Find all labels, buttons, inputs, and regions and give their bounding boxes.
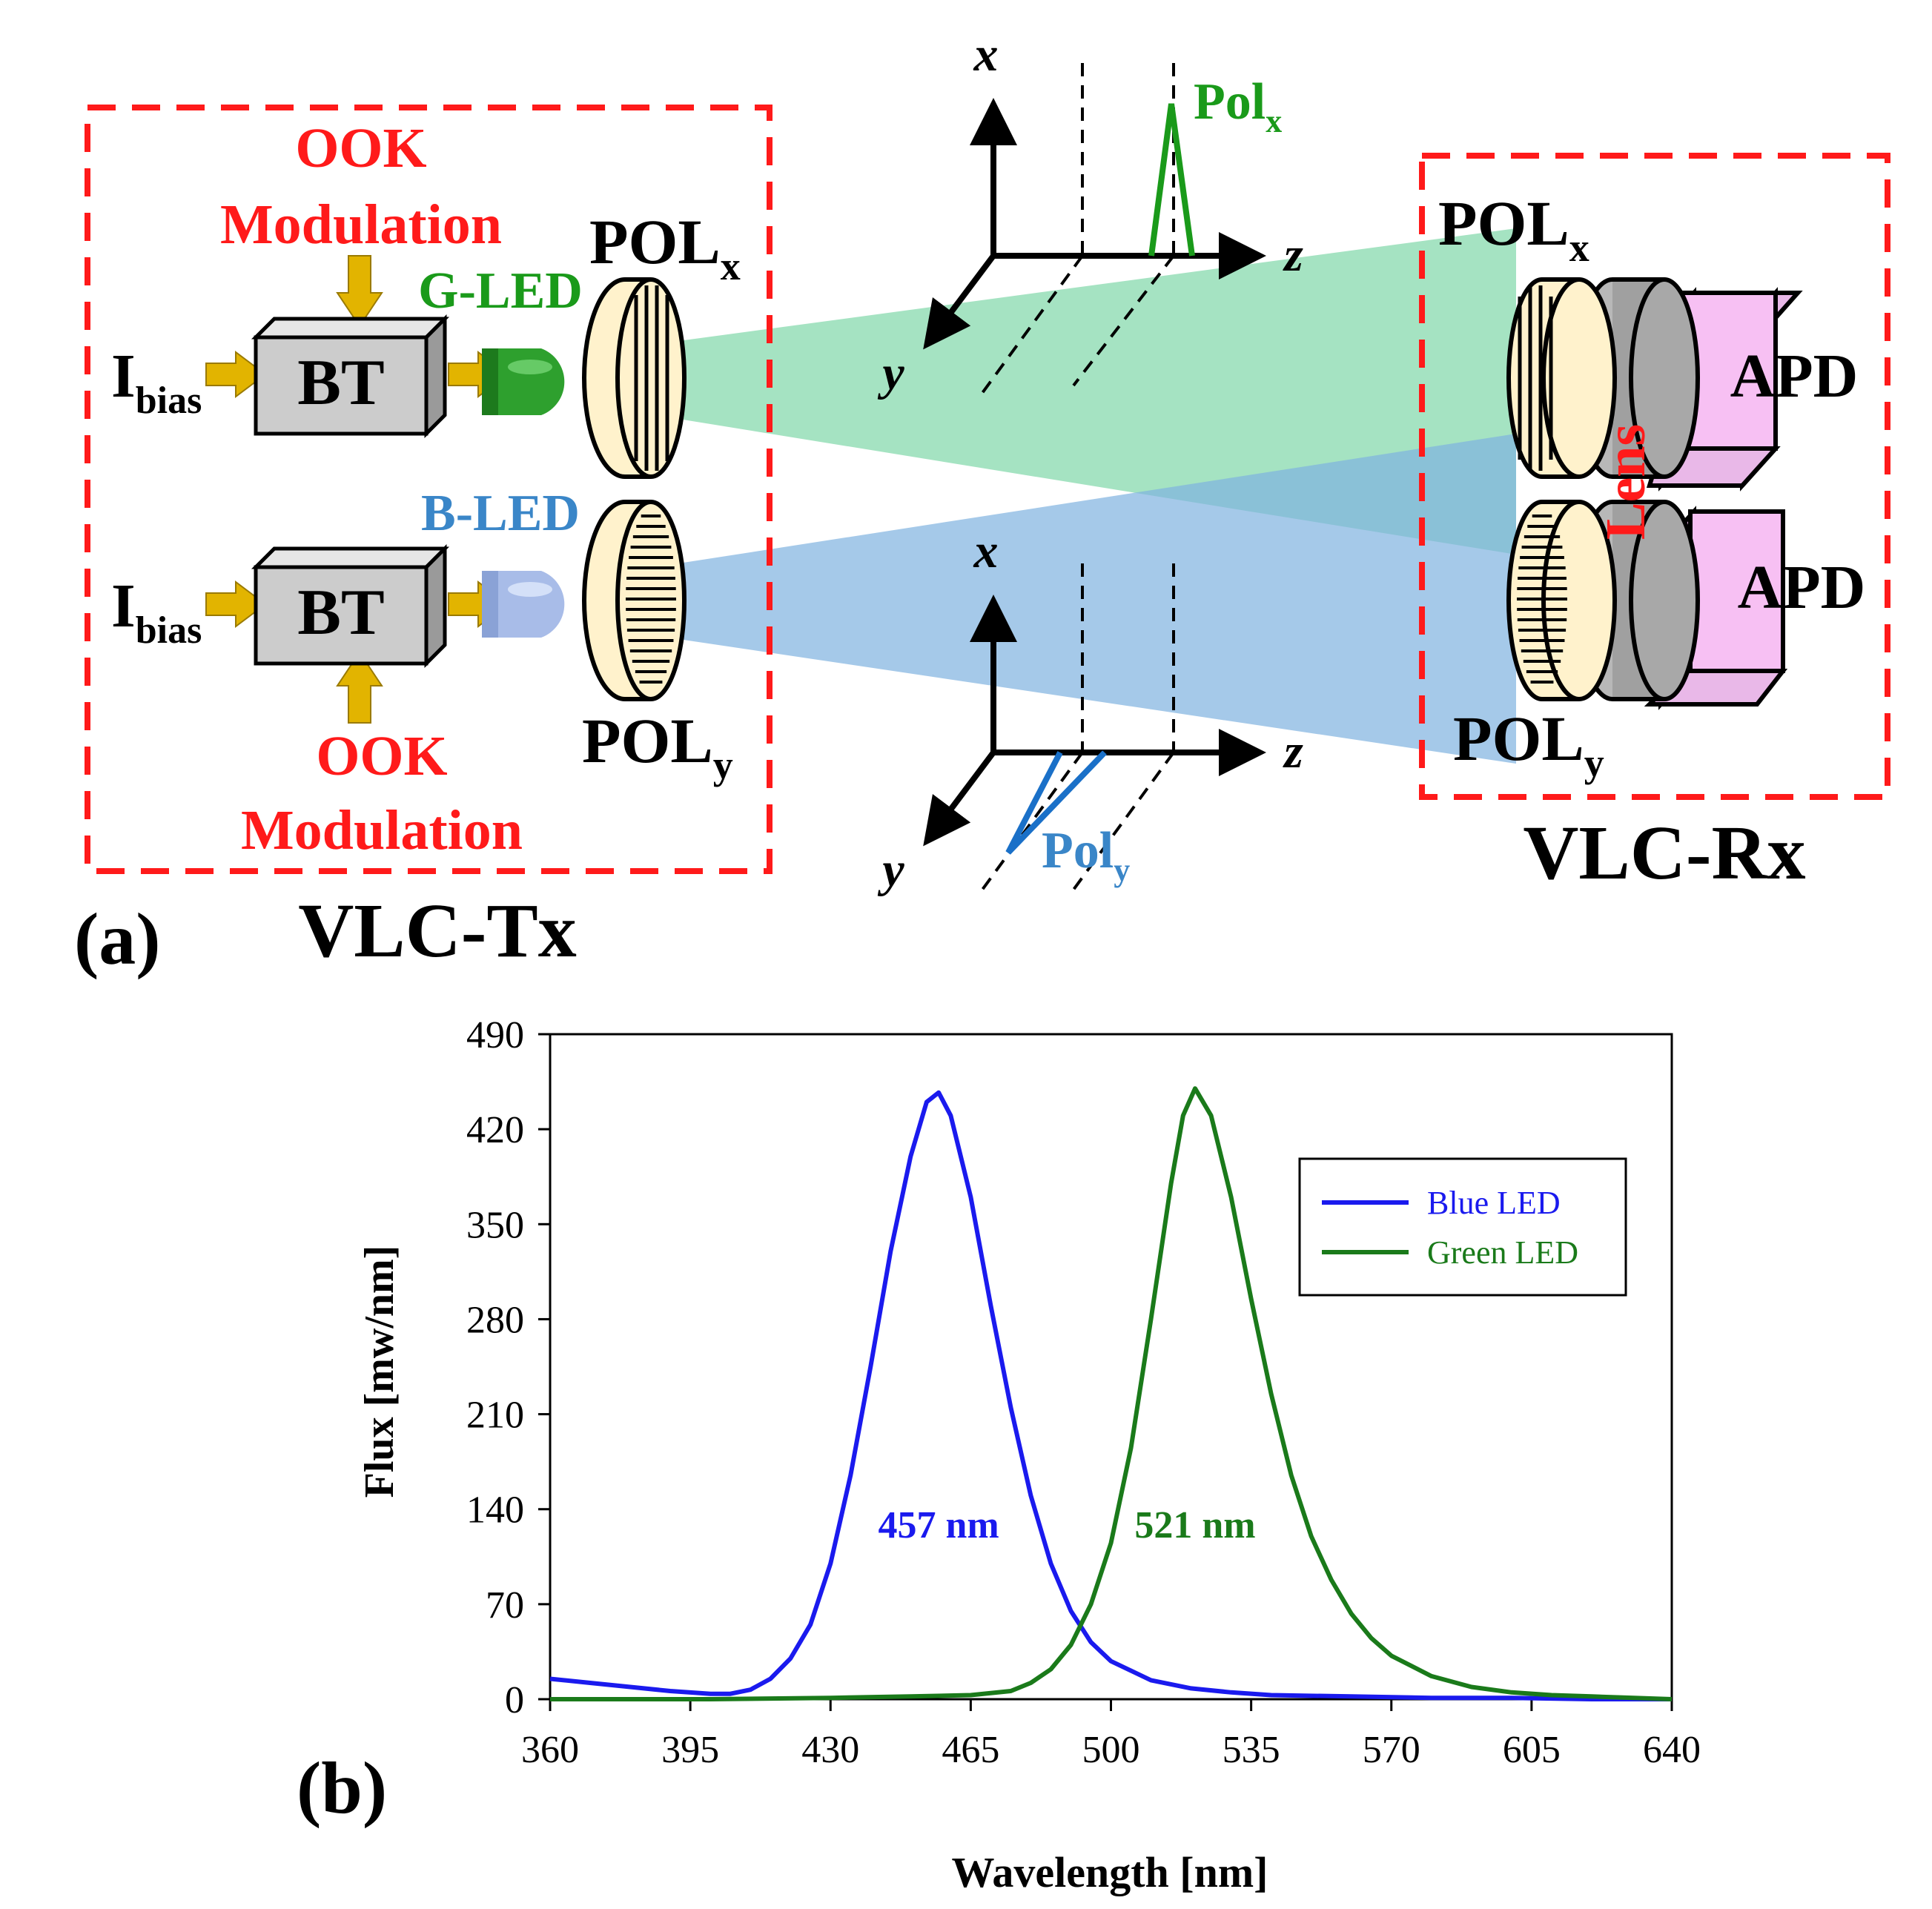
x-tick-label: 500	[1082, 1729, 1140, 1771]
tx-pol-y-label: POLy	[582, 705, 733, 787]
g-led-label: G-LED	[418, 262, 583, 320]
rx-pol-x-label: POLx	[1438, 188, 1589, 270]
y-tick-label: 490	[466, 1014, 524, 1056]
rx-polarizer-y	[1506, 500, 1617, 701]
polarization-guides-bottom	[981, 563, 1175, 891]
y-tick-label: 280	[466, 1299, 524, 1341]
y-axis-label: Flux [mw/nm]	[357, 1245, 403, 1498]
vlc-tx-label: VLC-Tx	[298, 888, 577, 973]
pol-y-wave-label: Poly	[1042, 822, 1130, 888]
tx-frame	[85, 105, 773, 874]
peak-label-0: 457 nm	[879, 1504, 999, 1546]
pol-x-wave-label: Polx	[1194, 73, 1282, 139]
ook-top-label: OOK	[295, 117, 426, 179]
rx-polarizer-x	[1506, 277, 1617, 479]
legend-label-green: Green LED	[1427, 1234, 1578, 1271]
ibias-arrow-bottom	[205, 580, 267, 628]
polarization-axes-top	[923, 98, 1266, 350]
apd-top-label: APD	[1730, 342, 1859, 411]
ibias-arrow-top	[205, 351, 267, 398]
blue-light-beam	[678, 434, 1516, 764]
panel-a: OOK Modulation BT	[74, 27, 1890, 980]
blue-led	[482, 571, 565, 638]
axis-y-bottom-label: y	[877, 843, 904, 897]
ibias-top-label: Ibias	[111, 342, 202, 422]
polarization-y-wave	[1005, 750, 1107, 855]
tx-polarizer-x	[582, 277, 687, 479]
legend-label-blue: Blue LED	[1427, 1185, 1561, 1221]
legend-box	[1298, 1157, 1627, 1297]
y-tick-label: 140	[466, 1489, 524, 1532]
rx-pol-y-label: POLy	[1453, 703, 1604, 785]
axis-z-bottom-label: z	[1283, 724, 1303, 778]
panel-b-label: (b)	[297, 1747, 387, 1829]
modulation-bottom-label: Modulation	[241, 799, 523, 861]
x-tick-label: 535	[1223, 1729, 1280, 1771]
axis-z-top-label: z	[1283, 228, 1303, 282]
y-tick-label: 0	[505, 1679, 524, 1721]
modulation-arrow-top	[336, 255, 383, 328]
peak-label-1: 521 nm	[1134, 1504, 1255, 1546]
lens-label: Lens	[1595, 424, 1657, 540]
panel-b-chart: 360 395 430 465 500 535 570 605 640 0 70 140 210 280 3…	[297, 1014, 1701, 1896]
y-tick-label: 350	[466, 1204, 524, 1246]
axis-ticks: 360 395 430 465 500 535 570 605 640 0 70 140 210 280 3…	[466, 1014, 1701, 1771]
modulation-top-label: Modulation	[220, 193, 502, 256]
green-led	[482, 348, 565, 415]
polarization-axes-bottom	[923, 595, 1266, 847]
rx-frame	[1419, 153, 1890, 800]
x-tick-label: 360	[521, 1729, 579, 1771]
modulation-arrow-bottom	[336, 651, 383, 724]
x-tick-label: 465	[942, 1729, 999, 1771]
series-line-green-led	[550, 1086, 1673, 1701]
y-tick-label: 70	[486, 1584, 524, 1627]
rx-lens-bottom	[1575, 500, 1700, 701]
bias-tee-bottom	[251, 543, 450, 669]
bias-tee-bottom-label: BT	[297, 577, 384, 649]
vlc-rx-label: VLC-Rx	[1523, 810, 1805, 896]
x-tick-label: 605	[1503, 1729, 1561, 1771]
x-tick-label: 395	[661, 1729, 719, 1771]
plot-frame	[549, 1033, 1673, 1701]
axis-x-bottom-label: x	[973, 524, 999, 578]
tx-polarizer-y	[582, 500, 687, 701]
y-tick-label: 420	[466, 1109, 524, 1151]
polarization-x-wave	[1148, 103, 1195, 257]
x-tick-label: 430	[801, 1729, 859, 1771]
axis-y-top-label: y	[877, 346, 904, 400]
ibias-bottom-label: Ibias	[111, 572, 202, 652]
polarization-guides-top	[981, 63, 1175, 394]
x-axis-label: Wavelength [nm]	[952, 1848, 1268, 1896]
ook-bottom-label: OOK	[316, 725, 447, 787]
x-tick-label: 640	[1643, 1729, 1701, 1771]
bias-tee-top-label: BT	[297, 347, 384, 419]
panel-a-label: (a)	[74, 898, 161, 980]
series-line-blue-led	[549, 1090, 1672, 1701]
chart-legend: Blue LED Green LED	[1298, 1157, 1627, 1297]
y-tick-label: 210	[466, 1394, 524, 1437]
axis-x-top-label: x	[973, 27, 999, 82]
x-tick-label: 570	[1363, 1729, 1420, 1771]
b-led-label: B-LED	[421, 485, 580, 542]
apd-bottom-label: APD	[1738, 553, 1866, 622]
peak-annotations: 457 nm 521 nm	[879, 1504, 1256, 1546]
series-lines	[549, 1086, 1673, 1701]
bias-tee-top	[251, 314, 450, 439]
tx-pol-x-label: POLx	[589, 206, 741, 288]
